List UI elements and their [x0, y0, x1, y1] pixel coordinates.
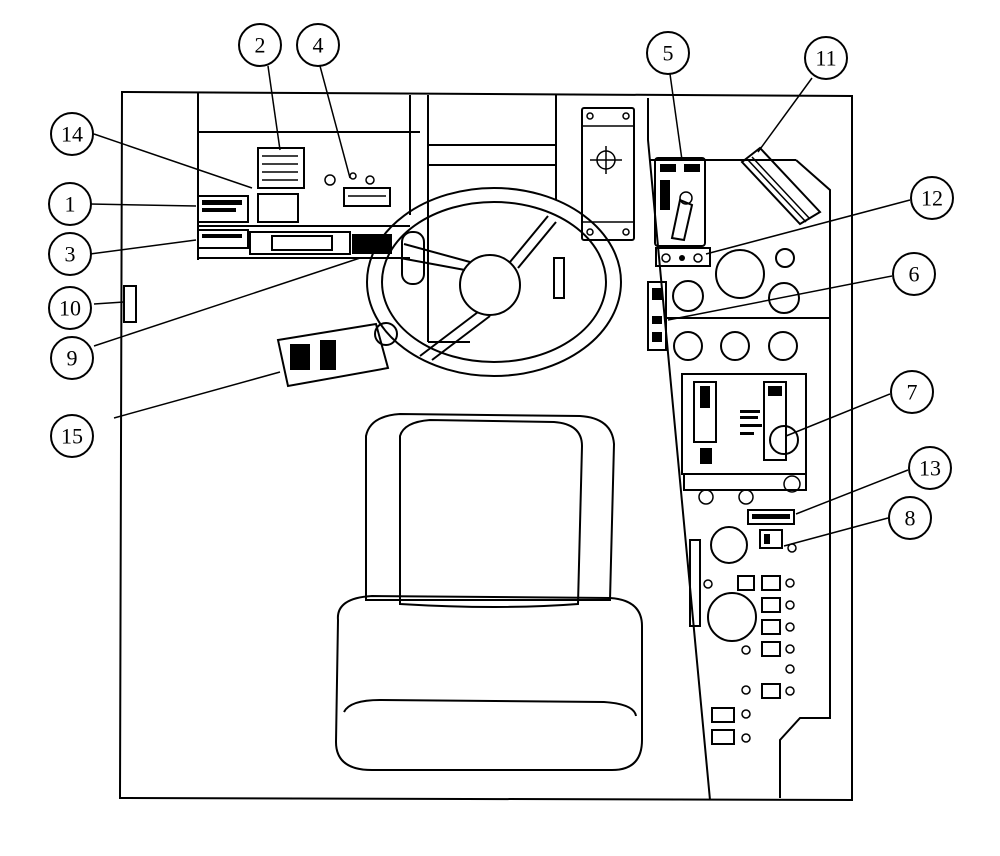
callout-9: 9	[50, 336, 94, 380]
callout-11-label: 11	[815, 46, 836, 71]
frame	[118, 90, 853, 802]
callout-8-label: 8	[905, 506, 916, 531]
right-console	[647, 98, 831, 801]
callout-2-label: 2	[255, 33, 266, 58]
callout-12: 12	[910, 176, 954, 220]
callout-2: 2	[238, 23, 282, 67]
callout-13: 13	[908, 446, 952, 490]
callout-5: 5	[646, 31, 690, 75]
callout-5-label: 5	[663, 41, 674, 66]
callout-14-label: 14	[61, 122, 83, 147]
callout-1: 1	[48, 182, 92, 226]
callout-4-label: 4	[313, 33, 324, 58]
callout-14: 14	[50, 112, 94, 156]
callout-9-label: 9	[67, 346, 78, 371]
callout-6: 6	[892, 252, 936, 296]
callout-6-label: 6	[909, 262, 920, 287]
callout-15-label: 15	[61, 424, 83, 449]
callout-10-label: 10	[59, 296, 81, 321]
callout-3: 3	[48, 232, 92, 276]
dashboard-panel	[197, 92, 635, 343]
callout-4: 4	[296, 23, 340, 67]
callout-12-label: 12	[921, 186, 943, 211]
leader-lines	[89, 65, 911, 547]
callout-7: 7	[890, 370, 934, 414]
callout-11: 11	[804, 36, 848, 80]
callout-13-label: 13	[919, 456, 941, 481]
steering-wheel	[366, 187, 622, 377]
callout-7-label: 7	[907, 380, 918, 405]
callout-8: 8	[888, 496, 932, 540]
callout-3-label: 3	[65, 242, 76, 267]
operator-seat	[334, 412, 643, 771]
callout-10: 10	[48, 286, 92, 330]
callout-15: 15	[50, 414, 94, 458]
callout-1-label: 1	[65, 192, 76, 217]
left-decals	[123, 147, 398, 388]
